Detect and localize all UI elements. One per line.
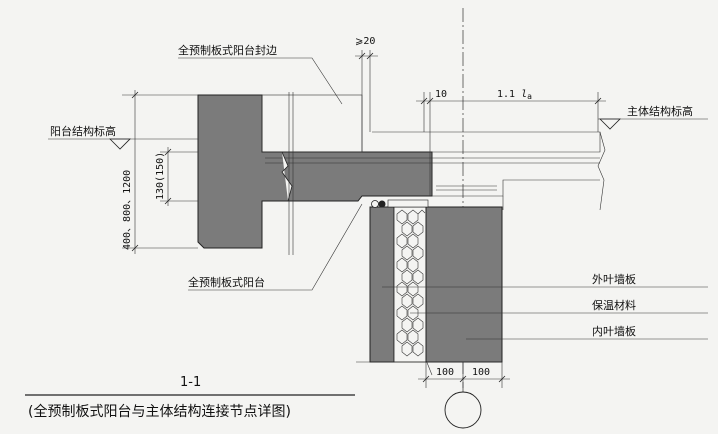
edge-seal-label: 全预制板式阳台封边 [178, 43, 277, 57]
section-mark: 1-1 [180, 375, 201, 390]
wall-right-dim: 100 [472, 367, 490, 378]
wall-left-dim: 100 [436, 367, 454, 378]
outer-leaf-panel [369, 206, 395, 363]
seal-rod-dark [378, 200, 386, 208]
inner-leaf-panel [425, 206, 503, 363]
seal-rod [371, 200, 379, 208]
edge-seal-leader [178, 57, 343, 105]
anchor-length-dim: 1.1 la [497, 89, 532, 101]
section-caption: (全预制板式阳台与主体结构连接节点详图) [28, 403, 291, 420]
height-dim: 400、800、1200 [122, 170, 133, 250]
balcony-leader [188, 203, 363, 291]
insulation-hatch [396, 209, 426, 357]
balcony-label: 全预制板式阳台 [188, 275, 265, 289]
offset-10-dim: 10 [435, 89, 447, 100]
gap-min-dim: ⩾20 [355, 36, 375, 47]
axis-bubble [444, 391, 482, 429]
main-slab-top [372, 131, 601, 153]
main-level-marker [599, 118, 621, 130]
main-level-label: 主体结构标高 [627, 104, 693, 118]
joint-pad [387, 199, 429, 208]
balcony-level-label: 阳台结构标高 [50, 124, 116, 138]
main-slab-bottom [432, 179, 600, 197]
balcony-level-marker [109, 138, 131, 150]
outer-leaf-label: 外叶墙板 [592, 272, 636, 286]
thickness-dim: 130(150) [155, 152, 166, 200]
break-symbol [281, 151, 293, 202]
right-break [597, 131, 606, 211]
inner-leaf-label: 内叶墙板 [592, 324, 636, 338]
edge-seal-outline [261, 94, 363, 153]
insulation-label: 保温材料 [592, 298, 636, 312]
